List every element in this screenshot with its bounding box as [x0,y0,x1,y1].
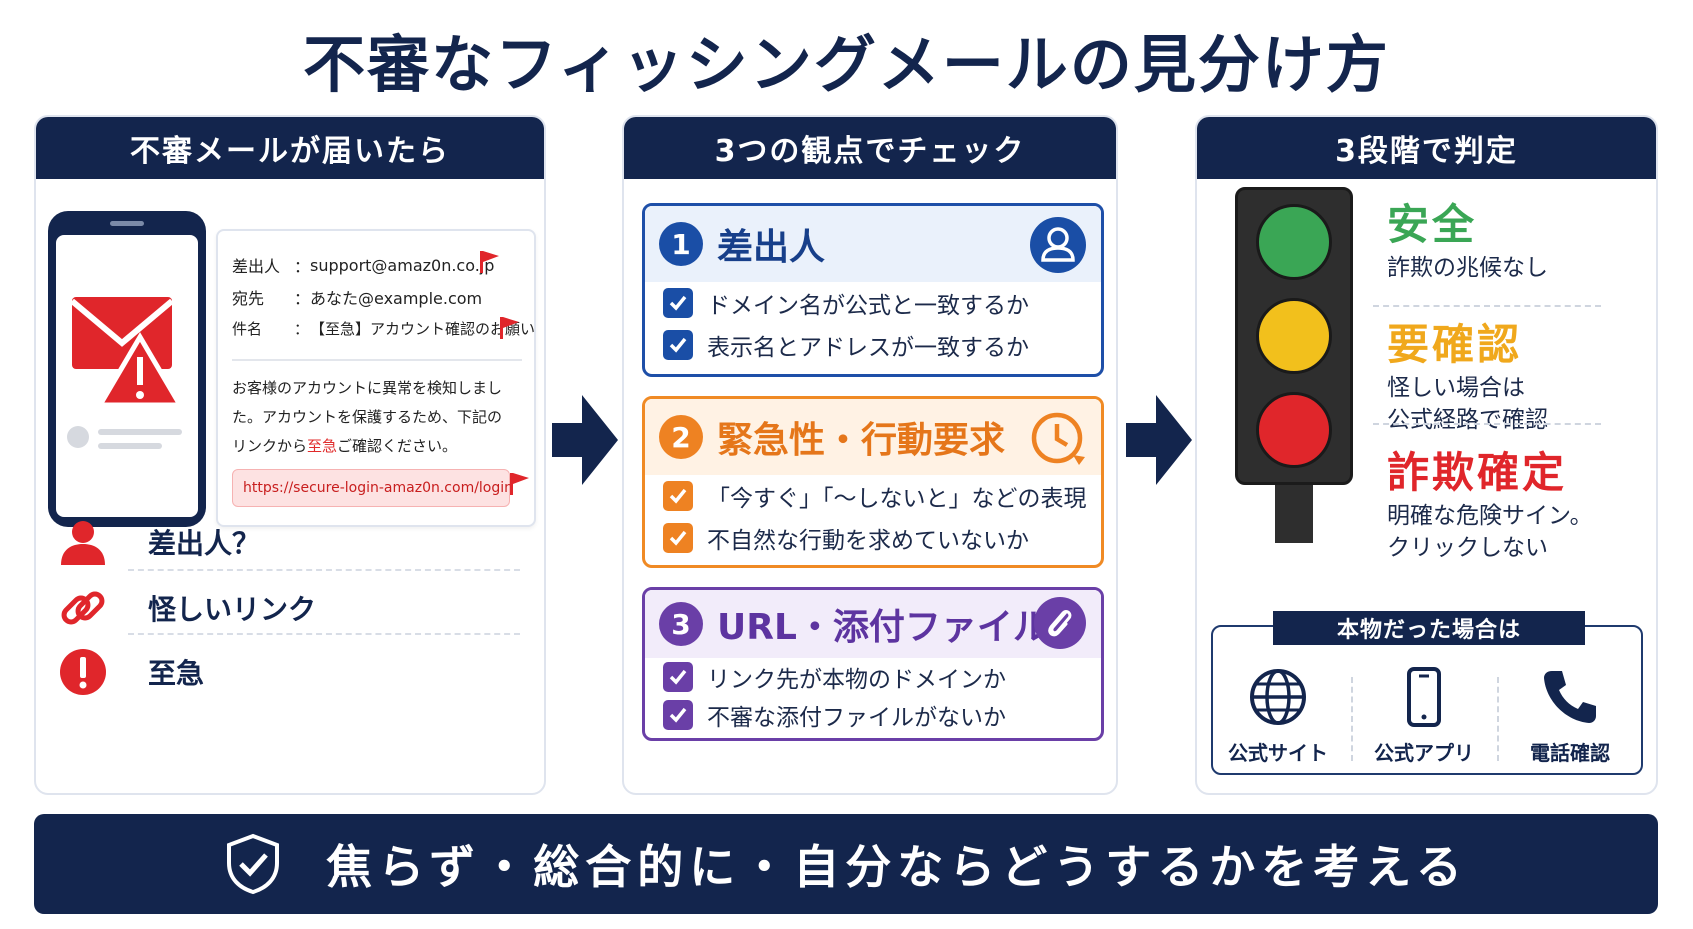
globe-icon [1250,669,1306,725]
warning-mail-icon [67,297,185,449]
page-title: 不審なフィッシングメールの見分け方 [303,28,1390,101]
checkbox-icon [663,700,693,730]
from-value: support@amaz0n.co.jp [310,255,495,275]
phone-screen [56,235,198,517]
if-genuine-box: 本物だった場合は 公式サイト 公式アプリ 電話確 [1211,611,1643,775]
check-card-url-attachment: 3 URL・添付ファイル リンク先が本物のドメインか 不審な添付ファイルがないか [642,587,1104,741]
email-to-row: 宛先 ： あなた@example.com [232,285,482,309]
check-item: リンク先が本物のドメインか [645,658,1101,696]
panel-header: 3段階で判定 [1197,117,1656,179]
to-value: あなた@example.com [310,289,483,308]
red-flag-icon [510,473,529,495]
separator [1351,677,1353,761]
exclamation-icon [60,649,106,695]
checkbox-icon [663,523,693,553]
official-app: 公式アプリ [1359,665,1489,766]
shield-check-icon [227,833,280,895]
smartphone-icon [1407,667,1441,727]
check-item: 不審な添付ファイルがないか [645,696,1101,734]
check-item: 「今すぐ」「〜しないと」などの表現 [645,475,1101,517]
person-icon [61,521,105,565]
to-label: 宛先 [232,289,265,308]
email-from-row: 差出人 ： support@amaz0n.co.jp [232,253,494,277]
red-flag-icon [480,251,499,273]
check-title: 差出人 [717,227,826,268]
paperclip-icon [1034,597,1086,649]
urgent-text: 至急 [307,437,338,455]
red-lamp [1256,392,1332,468]
sign-divider [128,569,520,571]
checkbox-icon [663,330,693,360]
phone-confirm: 電話確認 [1505,665,1635,766]
subject-value: 【至急】アカウント確認のお願い [310,320,536,338]
panel-three-levels: 3段階で判定 安全 詐欺の兆候なし 要確認 怪しい場合は 公式経路で確認 詐欺確… [1195,115,1658,795]
bottom-banner: 焦らず・総合的に・自分ならどうするかを考える [34,814,1658,914]
check-card-urgency: 2 緊急性・行動要求 「今すぐ」「〜しないと」などの表現 不自然な行動を求めてい… [642,396,1104,568]
verdict-divider [1373,423,1601,425]
traffic-light-pole [1275,485,1313,543]
email-divider [232,359,522,361]
user-icon [1030,217,1086,273]
check-item: ドメイン名が公式と一致するか [645,282,1101,324]
check-item: 表示名とアドレスが一致するか [645,324,1101,366]
checkbox-icon [663,662,693,692]
check-title: 緊急性・行動要求 [717,420,1006,461]
verdict-fraud: 詐欺確定 明確な危険サイン。 クリックしない [1387,448,1593,561]
banner-text: 焦らず・総合的に・自分ならどうするかを考える [326,840,1468,894]
email-preview: 差出人 ： support@amaz0n.co.jp 宛先 ： あなた@exam… [216,229,536,527]
separator [1497,677,1499,761]
arrow-right-icon [552,395,618,485]
panel-header: 不審メールが届いたら [36,117,544,179]
check-title: URL・添付ファイル [717,607,1049,648]
from-label: 差出人 [232,257,281,276]
email-body: お客様のアカウントに異常を検知しまし た。アカウントを保護するため、下記の リン… [232,379,503,455]
verdict-safe: 安全 詐欺の兆候なし [1387,200,1548,281]
arrow-right-icon [1126,395,1192,485]
check-card-sender: 1 差出人 ドメイン名が公式と一致するか 表示名とアドレスが一致するか [642,203,1104,377]
sign-urgent: 至急 [58,647,204,697]
checkbox-icon [663,481,693,511]
sign-divider [128,633,520,635]
panel-header: 3つの観点でチェック [624,117,1116,179]
sign-sender: 差出人？ [58,517,260,567]
email-subject-row: 件名 ： 【至急】アカウント確認のお願い [232,320,536,338]
sign-link: 怪しいリンク [58,583,316,633]
panel-receive-mail: 不審メールが届いたら 差出人 ： support@amaz0n.co.jp [34,115,546,795]
traffic-light-icon [1235,187,1353,485]
phone-speaker [110,221,144,226]
phone-icon [1544,671,1596,723]
subject-label: 件名 [232,320,263,338]
red-flag-icon [500,317,519,339]
green-lamp [1256,204,1332,280]
verdict-divider [1373,305,1601,307]
checkbox-icon [663,288,693,318]
check-item: 不自然な行動を求めていないか [645,517,1101,559]
suspicious-url: https://secure-login-amaz0n.com/login [232,469,513,507]
number-badge: 2 [659,415,703,459]
panel-three-checks: 3つの観点でチェック 1 差出人 ドメイン名が公式と一致するか 表示名とアドレス… [622,115,1118,795]
link-icon [61,591,105,625]
number-badge: 3 [659,602,703,646]
smartphone-illustration [48,211,206,527]
if-genuine-label: 本物だった場合は [1273,611,1585,645]
verdict-caution: 要確認 怪しい場合は 公式経路で確認 [1387,320,1548,433]
number-badge: 1 [659,222,703,266]
clock-icon [1031,412,1085,465]
yellow-lamp [1256,298,1332,374]
official-site: 公式サイト [1213,665,1343,766]
